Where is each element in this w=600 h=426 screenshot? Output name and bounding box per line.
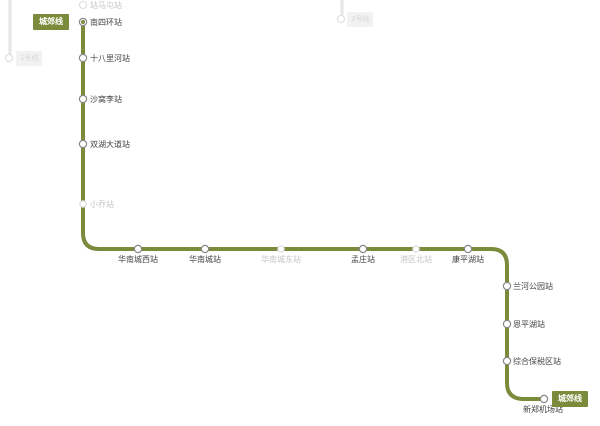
faded-station-left[interactable] — [5, 54, 13, 62]
station-label-nansihuan[interactable]: 南四环站 — [90, 17, 122, 27]
station-marker-lanhegongyuan[interactable] — [502, 281, 512, 291]
station-label-huananchengdong[interactable]: 华南城东站 — [261, 254, 301, 264]
station-label-gangqubei[interactable]: 港区北站 — [400, 254, 432, 264]
station-marker-sipinghu[interactable] — [502, 319, 512, 329]
station-label-xinzhengjichang[interactable]: 新郑机场站 — [523, 404, 563, 414]
station-label-huananchengxi[interactable]: 华南城西站 — [118, 254, 158, 264]
line-badge-end[interactable]: 城郊线 — [552, 391, 588, 407]
station-label-huanancheng[interactable]: 华南城站 — [189, 254, 221, 264]
station-label-mengzhuang[interactable]: 孟庄站 — [351, 254, 375, 264]
current-station-dot — [81, 20, 85, 24]
station-label-sipinghu[interactable]: 恩平湖站 — [513, 319, 545, 329]
faded-station-top-label: 站马屯站 — [90, 0, 122, 10]
station-label-zonghebaoshuiqu[interactable]: 综合保税区站 — [513, 356, 561, 366]
station-marker-huananchengdong[interactable] — [277, 245, 285, 253]
station-label-xiaoqiao[interactable]: 小乔站 — [90, 199, 114, 209]
chengjiao-line-track — [81, 20, 548, 401]
station-marker-huanancheng[interactable] — [200, 244, 210, 254]
line-badge-center[interactable]: 2号线 — [347, 12, 374, 27]
station-marker-gangqubei[interactable] — [412, 245, 420, 253]
station-marker-xinzhengjichang[interactable] — [539, 394, 549, 404]
station-label-shuanghudadao[interactable]: 双湖大道站 — [90, 139, 130, 149]
station-marker-shuanghudadao[interactable] — [78, 139, 88, 149]
faded-station-center[interactable] — [337, 15, 345, 23]
line-badge-left[interactable]: 1号线 — [16, 51, 43, 66]
faded-station-top[interactable] — [79, 1, 87, 9]
line-badge-start[interactable]: 城郊线 — [33, 14, 69, 30]
station-label-lanhegongyuan[interactable]: 兰河公园站 — [513, 281, 553, 291]
station-marker-huananchengxi[interactable] — [133, 244, 143, 254]
other-lines: 站马屯站 — [5, 0, 345, 62]
station-label-kangpinghu[interactable]: 康平湖站 — [452, 254, 484, 264]
station-marker-xiaoqiao[interactable] — [79, 200, 87, 208]
station-marker-zonghebaoshuiqu[interactable] — [502, 356, 512, 366]
station-marker-kangpinghu[interactable] — [463, 244, 473, 254]
station-marker-mengzhuang[interactable] — [358, 244, 368, 254]
station-marker-shawoli[interactable] — [78, 94, 88, 104]
station-label-shawoli[interactable]: 沙窝李站 — [90, 94, 122, 104]
station-label-shibalihe[interactable]: 十八里河站 — [90, 53, 130, 63]
station-marker-shibalihe[interactable] — [78, 53, 88, 63]
